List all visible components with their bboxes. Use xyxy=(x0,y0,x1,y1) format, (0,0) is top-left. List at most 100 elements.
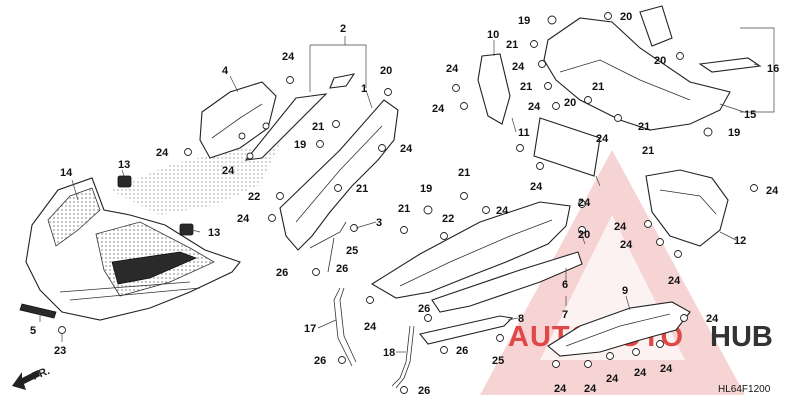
screw-26-c xyxy=(424,314,432,322)
diagram-code: HL64F1200 xyxy=(718,384,771,395)
callout-21b: 21 xyxy=(520,81,532,93)
screw-21-d xyxy=(460,192,468,200)
callout-24s: 24 xyxy=(706,313,719,325)
tail-piece-inner xyxy=(659,189,717,215)
front-cowl-upper-panel xyxy=(47,187,101,247)
callout-25b: 25 xyxy=(492,355,504,367)
callout-5: 5 xyxy=(30,325,36,337)
callout-21c: 21 xyxy=(312,121,324,133)
front-cowl-dark-vent xyxy=(111,251,198,285)
callout-24l: 24 xyxy=(530,181,543,193)
screw-24-a xyxy=(286,76,294,84)
callout-3: 3 xyxy=(376,217,382,229)
screw-26-b xyxy=(338,356,346,364)
callout-22b: 22 xyxy=(442,213,454,225)
rod-18b xyxy=(395,325,415,389)
screw-21-g xyxy=(614,114,622,122)
callout-20e: 20 xyxy=(578,229,590,241)
screw-24-f xyxy=(482,206,490,214)
screw-24-b xyxy=(184,148,192,156)
callout-24v: 24 xyxy=(606,373,619,385)
screw-24-s xyxy=(632,348,640,356)
screw-25-b xyxy=(496,334,504,342)
callout-24g: 24 xyxy=(446,63,459,75)
callout-24n: 24 xyxy=(578,197,591,209)
screw-21-b xyxy=(334,184,342,192)
screw-24-j xyxy=(460,102,468,110)
screw-24-e xyxy=(366,296,374,304)
callout-20b: 20 xyxy=(380,65,392,77)
callout-21a: 21 xyxy=(506,39,518,51)
screw-26-d xyxy=(440,346,448,354)
screw-24-g xyxy=(578,200,586,208)
callout-24q: 24 xyxy=(668,275,681,287)
screw-24-q xyxy=(584,360,592,368)
side-panel-left-inner xyxy=(295,125,383,223)
callout-15: 15 xyxy=(744,109,756,121)
emblem-strip-5 xyxy=(19,303,57,319)
callout-7: 7 xyxy=(562,309,568,321)
callout-24i: 24 xyxy=(512,61,525,73)
bracket-rod-3 xyxy=(309,221,347,273)
screw-24-x xyxy=(238,132,246,140)
callout-24x: 24 xyxy=(660,363,673,375)
screw-20-d xyxy=(584,96,592,104)
rod-18 xyxy=(391,325,411,387)
callout-24o: 24 xyxy=(614,221,627,233)
callout-24h: 24 xyxy=(432,103,445,115)
side-panel-left-outline xyxy=(279,99,399,251)
callout-26f: 26 xyxy=(418,385,430,397)
screw-20-e xyxy=(676,52,684,60)
dotted-zone-left xyxy=(110,145,280,215)
screw-24-k xyxy=(552,102,560,110)
screw-24-p xyxy=(552,360,560,368)
screw-19-d xyxy=(703,127,713,137)
screw-24-d xyxy=(268,214,276,222)
side-panel-center xyxy=(370,201,583,313)
callouts: 1 2 3 4 5 6 7 8 9 10 11 12 13 13 14 15 1… xyxy=(30,11,779,397)
direction-label: FR. xyxy=(31,365,52,383)
callout-12: 12 xyxy=(734,235,746,247)
bracket-lines-2 xyxy=(309,44,367,92)
callout-16: 16 xyxy=(767,63,779,75)
callout-24c: 24 xyxy=(222,165,235,177)
screw-26-a xyxy=(312,268,320,276)
direction-indicator: FR. xyxy=(12,365,52,390)
screw-24-m xyxy=(644,220,652,228)
callout-21g: 21 xyxy=(592,81,604,93)
trim-strip-outline xyxy=(244,93,328,161)
callout-21e: 21 xyxy=(398,203,410,215)
screw-24-l xyxy=(750,184,758,192)
screw-24-u xyxy=(680,314,688,322)
callout-26d: 26 xyxy=(456,345,468,357)
small-cover-10 xyxy=(477,53,511,125)
callout-25a: 25 xyxy=(346,245,358,257)
screw-24-z xyxy=(262,122,270,130)
callout-19d: 19 xyxy=(728,127,740,139)
side-panel-center-inner xyxy=(399,219,553,287)
callout-19a: 19 xyxy=(518,15,530,27)
trim-strip-small-piece xyxy=(329,73,356,89)
callout-10: 10 xyxy=(487,29,499,41)
lower-guard-inner xyxy=(565,313,671,347)
callout-24w: 24 xyxy=(634,367,647,379)
screw-24-i xyxy=(452,84,460,92)
callout-2: 2 xyxy=(340,23,346,35)
callout-24u: 24 xyxy=(584,383,597,395)
flap-16a xyxy=(639,5,673,47)
callout-24j: 24 xyxy=(528,101,541,113)
callout-26c: 26 xyxy=(418,303,430,315)
callout-24f: 24 xyxy=(364,321,377,333)
callout-21i: 21 xyxy=(642,145,654,157)
trim-bar-8 xyxy=(419,315,514,345)
screw-21-f xyxy=(544,82,552,90)
callout-9: 9 xyxy=(622,285,628,297)
callout-24t: 24 xyxy=(554,383,567,395)
callout-20c: 20 xyxy=(654,55,666,67)
rod-17b xyxy=(339,287,357,363)
screw-20-b xyxy=(578,226,586,234)
callout-4: 4 xyxy=(222,65,229,77)
rear-cowl xyxy=(543,17,731,131)
callout-18: 18 xyxy=(383,347,395,359)
callout-24e: 24 xyxy=(237,213,250,225)
